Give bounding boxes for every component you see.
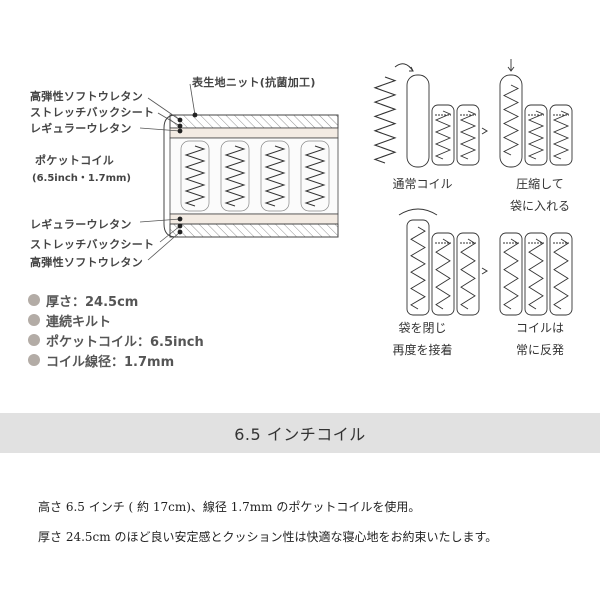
spec-item: ポケットコイル：6.5inch bbox=[28, 330, 204, 350]
coil-process-illustration bbox=[373, 59, 573, 316]
bottom-foam-layer bbox=[169, 213, 339, 225]
label-top-stretch-sheet: ストレッチバックシート bbox=[30, 106, 155, 119]
bullet-icon bbox=[28, 314, 40, 326]
label-bottom-stretch-sheet: ストレッチバックシート bbox=[30, 238, 155, 251]
label-top-regular-urethane: レギュラーウレタン bbox=[30, 122, 132, 135]
section-banner: 6.5 インチコイル bbox=[0, 413, 600, 453]
banner-title: 6.5 インチコイル bbox=[234, 425, 366, 444]
top-foam-layer bbox=[169, 127, 339, 139]
bullet-icon bbox=[28, 354, 40, 366]
bottom-knit-layer bbox=[169, 223, 339, 238]
description-line-2: 厚さ 24.5cm のほど良い安定感とクッション性は快適な寝心地をお約束いたしま… bbox=[38, 530, 498, 544]
label-coil-size: (6.5inch・1.7mm) bbox=[32, 173, 132, 184]
step-caption-2: 圧縮して 袋に入れる bbox=[509, 177, 570, 213]
coil-process: 通常コイル 圧縮して 袋に入れる 袋を閉じ 再度を接着 コイルは 常に反発 bbox=[365, 55, 595, 365]
label-bottom-soft-urethane: 高弾性ソフトウレタン bbox=[30, 256, 143, 269]
description-line-1: 高さ 6.5 インチ ( 約 17cm)、線径 1.7mm のポケットコイルを使… bbox=[38, 500, 421, 514]
spec-item: 連続キルト bbox=[28, 310, 204, 330]
label-bottom-regular-urethane: レギュラーウレタン bbox=[30, 218, 132, 231]
mattress-cross-section bbox=[139, 83, 339, 261]
label-knit-fabric: 表生地ニット(抗菌加工) bbox=[192, 76, 316, 89]
bullet-icon bbox=[28, 334, 40, 346]
bullet-icon bbox=[28, 294, 40, 306]
label-top-soft-urethane: 高弾性ソフトウレタン bbox=[30, 90, 143, 103]
mattress-diagram: 高弾性ソフトウレタン ストレッチバックシート レギュラーウレタン 表生地ニット(… bbox=[0, 0, 360, 280]
step-arrow-icon bbox=[481, 127, 488, 135]
spec-item: 厚さ：24.5cm bbox=[28, 290, 204, 310]
step-caption-1: 通常コイル bbox=[392, 177, 453, 191]
spec-item: コイル線径：1.7mm bbox=[28, 350, 204, 370]
step-arrow-icon bbox=[481, 267, 488, 275]
step-caption-3: 袋を閉じ 再度を接着 bbox=[392, 321, 453, 357]
label-pocket-coil: ポケットコイル bbox=[35, 154, 115, 167]
step-caption-4: コイルは 常に反発 bbox=[515, 321, 564, 357]
spec-list: 厚さ：24.5cm 連続キルト ポケットコイル：6.5inch コイル線径：1.… bbox=[28, 290, 204, 370]
